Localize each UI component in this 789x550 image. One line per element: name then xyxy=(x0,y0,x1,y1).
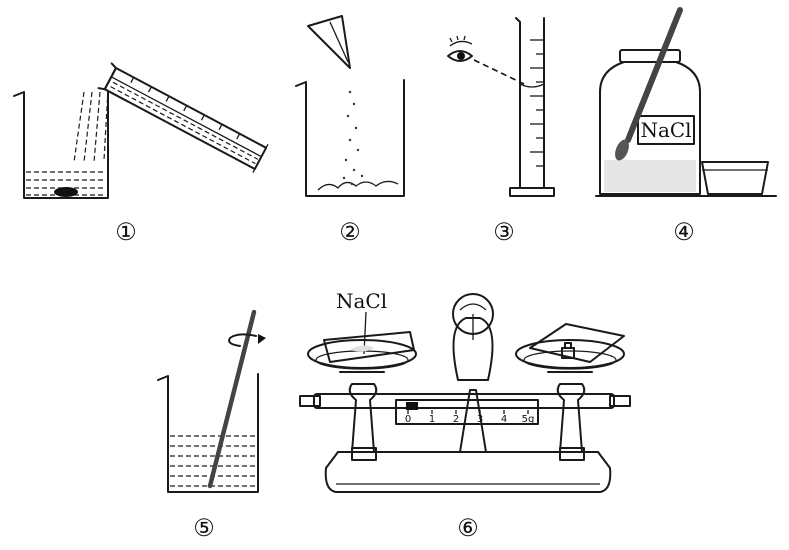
step4-solid-powder xyxy=(604,160,696,192)
scale-tick-1: 1 xyxy=(429,414,435,425)
scale-tick-0: 0 xyxy=(405,414,411,425)
balance-pillar xyxy=(452,293,494,453)
step4-reagent-bottle: NaCl xyxy=(599,49,701,195)
step2-falling-crystals xyxy=(342,90,364,186)
step2-weighing-paper xyxy=(307,15,351,69)
left-pan-paper xyxy=(323,331,415,363)
step4-take-reagent: NaCl xyxy=(595,7,777,197)
bottle-label-text: NaCl xyxy=(640,118,691,142)
scale-tick-4: 4 xyxy=(501,414,507,425)
label-step1: ① xyxy=(115,218,137,246)
step3-graduated-cylinder xyxy=(509,17,555,197)
step3-sight-line xyxy=(473,59,525,85)
balance-right-pan xyxy=(515,323,625,370)
weight-icon xyxy=(561,342,575,359)
balance-left-support xyxy=(339,371,385,453)
step1-pour-water xyxy=(13,62,269,199)
right-pan-paper xyxy=(529,323,625,363)
step3-read-cylinder xyxy=(447,17,555,197)
balance-rider xyxy=(406,402,418,410)
step1-water-stream xyxy=(73,89,109,163)
balance-reagent-label: NaCl xyxy=(336,289,387,313)
step-labels: ① ② ③ ④ ⑤ ⑥ xyxy=(115,218,695,542)
scale-tick-5: 5g xyxy=(522,414,535,425)
scale-tick-3: 3 xyxy=(477,414,483,425)
label-step5: ⑤ xyxy=(193,514,215,542)
label-step2: ② xyxy=(339,218,361,246)
step2-add-solid xyxy=(295,15,405,197)
label-step4: ④ xyxy=(673,218,695,246)
step1-solute-lump xyxy=(54,187,78,197)
step6-balance: NaCl 0 xyxy=(299,289,631,493)
step4-bottle-label xyxy=(637,115,695,145)
balance-beam xyxy=(299,393,631,409)
step5-glass-rod xyxy=(207,309,257,489)
label-step3: ③ xyxy=(493,218,515,246)
step5-rotate-arrow-icon xyxy=(228,333,266,347)
step4-dish xyxy=(701,161,769,195)
balance-base xyxy=(324,447,612,493)
step3-eye-icon xyxy=(447,35,473,62)
label-step6: ⑥ xyxy=(457,514,479,542)
step5-stir xyxy=(157,309,266,493)
scale-tick-2: 2 xyxy=(453,414,459,425)
left-pan-salt xyxy=(350,345,374,352)
step1-beaker xyxy=(13,91,109,199)
balance-left-pan xyxy=(307,331,417,370)
step1-graduated-cylinder xyxy=(97,62,269,173)
balance-right-support xyxy=(547,371,593,453)
balance-scale-ruler: 0 1 2 3 4 5g xyxy=(395,399,539,425)
step4-spoon xyxy=(615,7,683,161)
